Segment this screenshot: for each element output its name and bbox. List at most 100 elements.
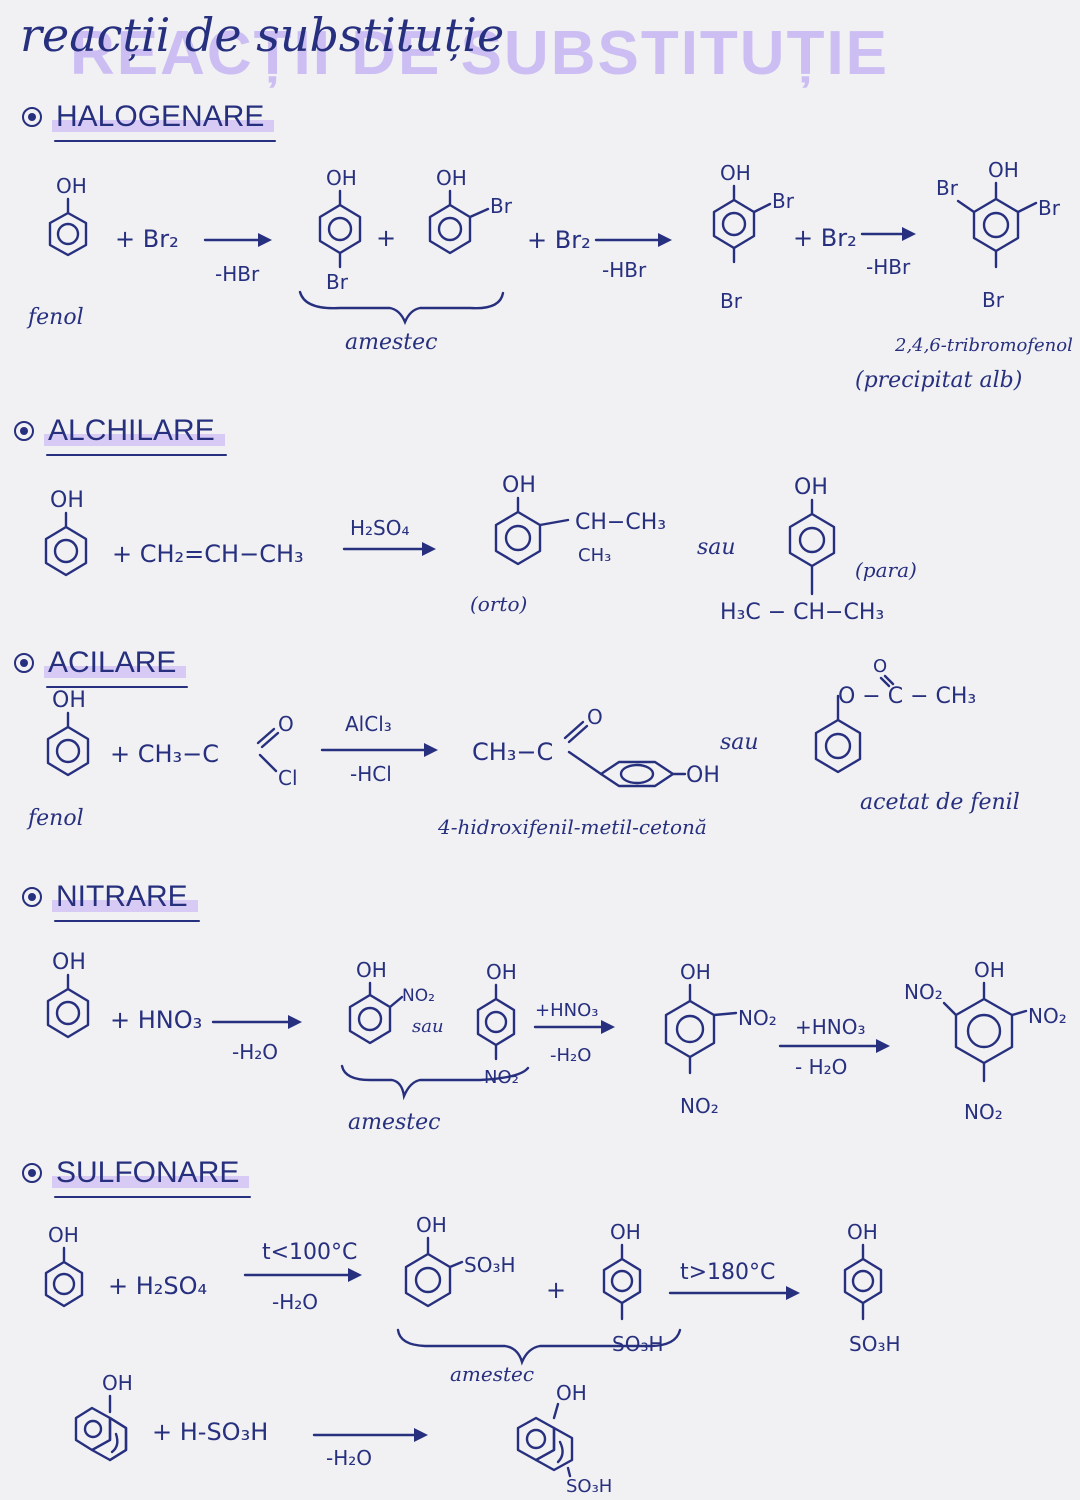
hbr-byproduct-2: -HBr <box>602 258 647 282</box>
svg-text:Br: Br <box>772 189 795 213</box>
svg-text:NO₂: NO₂ <box>680 1094 719 1118</box>
svg-text:OH: OH <box>326 166 357 190</box>
svg-text:Br: Br <box>936 176 959 200</box>
bromine-reagent-2: + Br₂ <box>527 226 591 254</box>
hbr-byproduct: -HBr <box>215 262 260 286</box>
svg-text:NO₂: NO₂ <box>904 980 943 1004</box>
ester-carbonyl: O <box>873 656 895 688</box>
phenol-structure-2: OH <box>44 488 88 577</box>
svg-text:OH: OH <box>556 1381 587 1405</box>
precipitate-note: (precipitat alb) <box>855 368 1023 393</box>
section-halogenare: HALOGENARE <box>22 100 277 142</box>
bromine-reagent: + Br₂ <box>115 225 179 253</box>
tribromophenol-name: 2,4,6-tribromofenol <box>895 335 1073 356</box>
svg-text:O: O <box>278 712 294 736</box>
svg-text:OH: OH <box>974 958 1005 982</box>
svg-text:OH: OH <box>680 960 711 984</box>
acetyl-chloride-reagent: + CH₃−C <box>110 740 220 768</box>
sulfonating-reagent: + H-SO₃H <box>152 1418 269 1446</box>
svg-text:SO₃H: SO₃H <box>566 1476 612 1497</box>
mixture-label-3: amestec <box>450 1362 535 1386</box>
svg-text:Cl: Cl <box>278 766 298 790</box>
section-title: NITRARE <box>52 880 200 922</box>
phenol-structure-3: OH <box>46 688 90 777</box>
propene-reagent: + CH₂=CH−CH₃ <box>112 540 304 568</box>
acyl-chloride-bonds: O Cl <box>256 712 298 790</box>
svg-text:Br: Br <box>982 288 1005 312</box>
ester-group: O − C − CH₃ <box>838 684 977 709</box>
phenol-label: fenol <box>28 305 84 330</box>
section-alchilare: ALCHILARE <box>14 414 227 456</box>
svg-text:OH: OH <box>502 473 536 498</box>
nitric-acid-reagent: + HNO₃ <box>110 1006 203 1034</box>
or-label: sau <box>697 535 736 560</box>
bullet-icon <box>14 653 34 673</box>
svg-text:NO₂: NO₂ <box>1028 1004 1067 1028</box>
svg-text:OH: OH <box>356 958 387 982</box>
section-nitrare: NITRARE <box>22 880 200 922</box>
water-byproduct: -H₂O <box>232 1040 279 1064</box>
dinitrophenol-structure: OH NO₂ NO₂ <box>664 960 777 1118</box>
section-title: HALOGENARE <box>52 100 277 142</box>
bullet-icon <box>22 887 42 907</box>
phenol-label-2: fenol <box>28 806 84 831</box>
or-label-2: sau <box>720 730 759 755</box>
ketone-product-name: 4-hidroxifenil-metil-cetonă <box>438 815 707 839</box>
bromine-reagent-3: + Br₂ <box>793 224 857 252</box>
isopropyl-ch3: CH₃ <box>578 545 612 566</box>
svg-text:Br: Br <box>720 289 743 313</box>
p-bromophenol-structure: OH Br <box>318 166 362 294</box>
svg-text:NO₂: NO₂ <box>738 1006 777 1030</box>
hbr-byproduct-3: -HBr <box>866 255 911 279</box>
section-acilare: ACILARE <box>14 646 189 688</box>
mixture-label-2: amestec <box>348 1110 441 1135</box>
water-byproduct-3: - H₂O <box>795 1055 848 1079</box>
svg-text:OH: OH <box>52 688 86 713</box>
section-title: SULFONARE <box>52 1156 252 1198</box>
sulfuric-catalyst: H₂SO₄ <box>350 516 410 540</box>
svg-text:O: O <box>873 656 887 677</box>
page-title: reacții de substituție <box>20 8 505 62</box>
ortho-label: (orto) <box>470 592 528 616</box>
low-temperature-condition: t<100°C <box>262 1240 358 1265</box>
svg-text:Br: Br <box>490 194 513 218</box>
naphthol-structure: OH <box>74 1371 133 1462</box>
svg-text:OH: OH <box>720 161 751 185</box>
phenol-structure-4: OH <box>46 950 90 1039</box>
svg-text:SO₃H: SO₃H <box>464 1253 516 1277</box>
bullet-icon <box>22 107 42 127</box>
water-byproduct-5: -H₂O <box>326 1446 373 1470</box>
svg-text:SO₃H: SO₃H <box>849 1332 901 1356</box>
svg-text:SO₃H: SO₃H <box>612 1332 664 1356</box>
o-nitrophenol-structure: OH NO₂ <box>348 958 435 1045</box>
or-label-3: sau <box>412 1016 444 1037</box>
section-title: ALCHILARE <box>44 414 227 456</box>
o-bromophenol-structure: OH Br <box>428 166 513 255</box>
section-title: ACILARE <box>44 646 189 688</box>
p-nitrophenol-structure: OH NO₂ <box>476 960 519 1088</box>
isopropyl-ch: CH−CH₃ <box>575 510 667 535</box>
plus-sign-2: + <box>546 1276 567 1304</box>
svg-text:OH: OH <box>486 960 517 984</box>
phenyl-acetate-name: acetat de fenil <box>860 790 1020 815</box>
svg-text:NO₂: NO₂ <box>964 1100 1003 1124</box>
svg-text:OH: OH <box>436 166 467 190</box>
svg-text:Br: Br <box>1038 196 1061 220</box>
phenol-structure-5: OH <box>44 1223 84 1308</box>
svg-text:OH: OH <box>416 1213 447 1237</box>
para-label: (para) <box>855 558 917 582</box>
hcl-byproduct: -HCl <box>350 762 392 786</box>
title-overlay: REACȚII DE SUBSTITUȚIE <box>70 19 890 88</box>
water-byproduct-4: -H₂O <box>272 1290 319 1314</box>
nitric-acid-reagent-2: +HNO₃ <box>535 1000 599 1021</box>
sulfuric-acid-reagent: + H₂SO₄ <box>108 1272 208 1300</box>
o-sulfophenol-structure: OH SO₃H <box>404 1213 516 1308</box>
water-byproduct-2: -H₂O <box>550 1045 592 1066</box>
alcl3-catalyst: AlCl₃ <box>345 712 392 736</box>
section-sulfonare: SULFONARE <box>22 1156 252 1198</box>
svg-text:O: O <box>587 705 603 729</box>
svg-text:OH: OH <box>50 488 84 513</box>
bullet-icon <box>14 421 34 441</box>
svg-text:OH: OH <box>48 1223 79 1247</box>
svg-text:OH: OH <box>610 1220 641 1244</box>
